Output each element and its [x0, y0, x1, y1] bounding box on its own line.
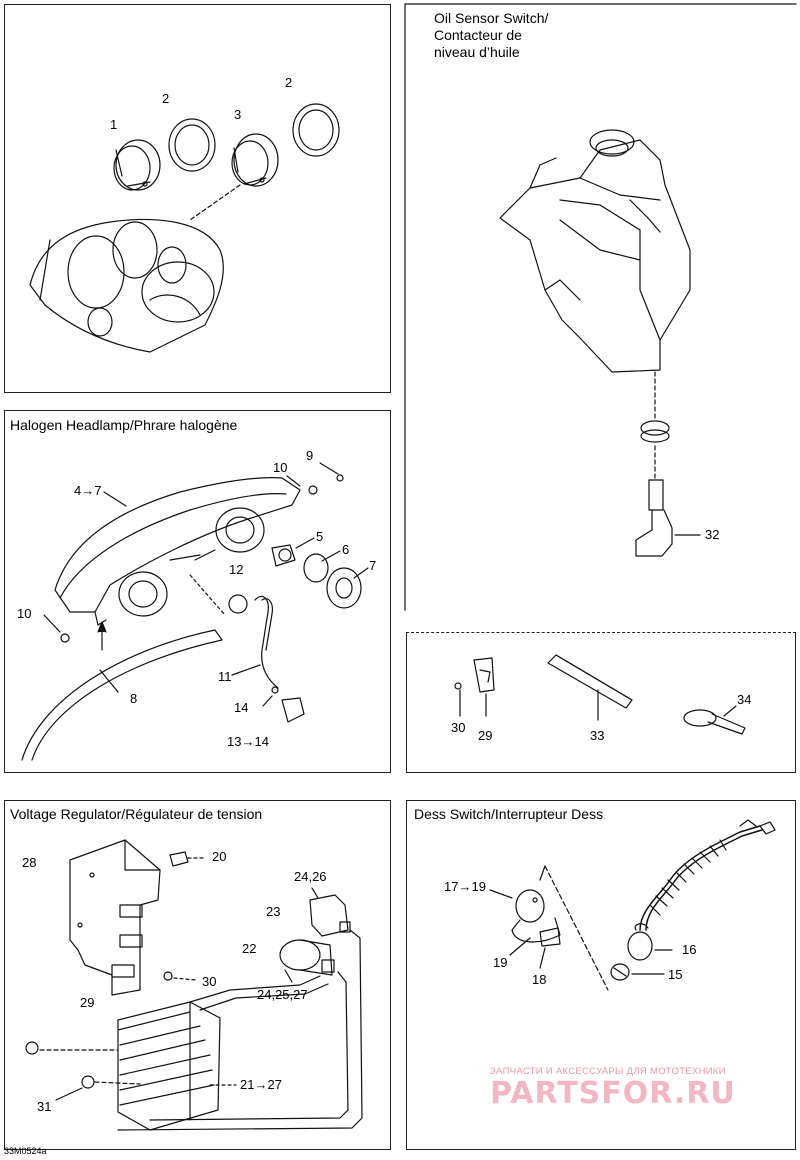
screw-30	[454, 682, 462, 690]
part-label: 9	[306, 448, 314, 463]
part-label: 24,26	[294, 869, 327, 884]
part-label: 6	[342, 542, 350, 557]
part-label: 33	[590, 728, 605, 743]
headlamp-trim-8	[21, 629, 223, 761]
watermark-logo: PARTSFOR.RU	[490, 1076, 736, 1111]
connector-23	[309, 894, 351, 937]
part-label: 7	[369, 558, 377, 573]
part-label: 21→27	[240, 1077, 282, 1092]
regulator-heatsink	[117, 1001, 221, 1131]
part-label: 20	[212, 849, 227, 864]
strip-33	[547, 654, 633, 709]
hose-11	[254, 595, 279, 689]
gauge-ring-2a	[168, 118, 216, 172]
bracket-28	[69, 839, 161, 996]
headlamp-assembly	[54, 477, 301, 626]
watermark-subtitle: ЗАПЧАСТИ И АКСЕССУАРЫ ДЛЯ МОТОТЕХНИКИ	[490, 1066, 726, 1077]
part-label: 2	[285, 75, 293, 90]
screw-30-vr	[163, 971, 173, 981]
dess-cap-15	[610, 963, 630, 981]
part-label: 5	[316, 529, 324, 544]
diagram-code: 33M0524a	[4, 1146, 47, 1156]
grommet-12	[228, 594, 248, 614]
part-label: 34	[737, 692, 752, 707]
bolt-31	[81, 1075, 95, 1089]
nut-10-top	[308, 485, 318, 495]
part-label: 22	[242, 941, 257, 956]
bolt-left	[25, 1041, 39, 1055]
oil-title-line: Contacteur de	[434, 27, 522, 43]
dess-key-16	[627, 923, 653, 961]
dess-lanyard	[639, 819, 776, 931]
ring-6	[303, 553, 329, 583]
part-label: 24,25,27	[257, 987, 308, 1002]
bulb-5	[271, 544, 296, 567]
part-label: 14	[234, 700, 249, 715]
part-label: 11	[218, 669, 232, 684]
wire-harness	[117, 929, 363, 1131]
part-label: 23	[266, 904, 281, 919]
part-label: 10	[273, 460, 288, 475]
part-label: 8	[130, 691, 138, 706]
voltage-regulator-title: Voltage Regulator/Régulateur de tension	[10, 806, 263, 822]
part-label: 15	[668, 967, 683, 982]
gauge-ring-2b	[292, 103, 340, 157]
part-label: 3	[234, 107, 242, 122]
gauge-bezel-1	[113, 139, 161, 191]
part-label: 31	[37, 1099, 52, 1114]
part-label: 32	[705, 527, 720, 542]
part-label: 12	[229, 562, 244, 577]
nut-10-bottom	[60, 633, 70, 643]
clip-29	[473, 657, 495, 693]
dess-connector-18	[539, 927, 561, 947]
dess-switch-panel	[406, 800, 796, 1150]
oil-tank	[499, 129, 691, 373]
part-label: 17→19	[444, 879, 486, 894]
part-label: 30	[202, 974, 217, 989]
gauges-panel	[4, 4, 391, 393]
part-label: 1	[110, 117, 118, 132]
part-label: 16	[682, 942, 697, 957]
part-label: 10	[17, 606, 32, 621]
bolt-20	[169, 851, 189, 867]
part-label: 2	[162, 91, 170, 106]
oil-sensor-32	[635, 479, 673, 557]
part-label: 4→7	[74, 483, 102, 498]
gauge-housing	[29, 218, 224, 353]
part-label: 18	[532, 972, 547, 987]
part-label: 29	[80, 995, 95, 1010]
part-label: 29	[478, 728, 493, 743]
part-label: 28	[22, 855, 37, 870]
cable-tie-34	[683, 709, 746, 735]
halogen-headlamp-title: Halogen Headlamp/Phrare halogène	[10, 417, 238, 433]
part-label: 19	[493, 955, 508, 970]
part-label: 30	[451, 720, 466, 735]
misc-parts-panel	[406, 632, 796, 773]
oil-title-line: Oil Sensor Switch/	[434, 10, 549, 26]
part-label: 13→14	[227, 734, 269, 749]
oil-title-line: niveau d’huile	[434, 44, 520, 60]
oil-sensor-title: Oil Sensor Switch/ Contacteur de niveau …	[434, 10, 548, 61]
connector-13	[271, 686, 305, 723]
halogen-headlamp-panel	[4, 410, 391, 773]
dess-switch-title: Dess Switch/Interrupteur Dess	[414, 806, 604, 822]
boot-7	[326, 567, 362, 609]
voltage-regulator-panel	[4, 800, 391, 1150]
gauge-bezel-3	[231, 133, 279, 187]
grommet-oil	[640, 420, 670, 443]
connector-22	[279, 939, 335, 976]
washer-9	[336, 474, 344, 482]
dess-switch-17	[511, 889, 561, 943]
